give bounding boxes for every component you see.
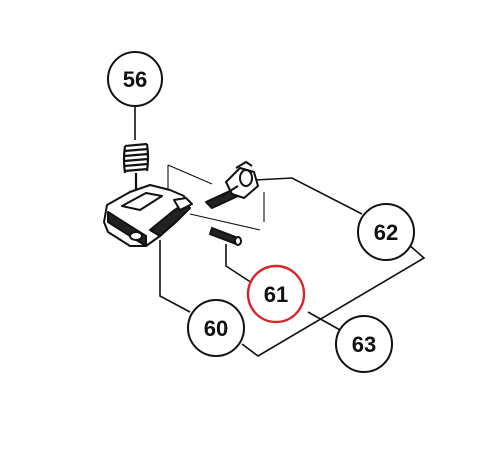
- callout-63: 63: [335, 315, 393, 373]
- housing-part-60: [103, 184, 193, 247]
- pin-part-61: [208, 226, 242, 246]
- callout-62-label: 62: [374, 220, 398, 245]
- callout-63-label: 63: [352, 332, 376, 357]
- callout-60: 60: [187, 299, 245, 357]
- leader-63: [307, 311, 341, 331]
- leader-60: [159, 240, 191, 313]
- callout-61: 61: [246, 264, 306, 324]
- leader-62-63-link: [241, 243, 426, 357]
- callout-56: 56: [107, 51, 163, 107]
- callout-61-label: 61: [264, 282, 288, 307]
- callout-62: 62: [357, 203, 415, 261]
- callout-60-label: 60: [204, 316, 228, 341]
- lever-part-62: [205, 161, 259, 209]
- callout-56-label: 56: [123, 67, 147, 92]
- leader-61: [225, 244, 253, 284]
- leader-62: [254, 177, 363, 215]
- leader-lines: [134, 101, 426, 357]
- frame-lines: [167, 164, 265, 231]
